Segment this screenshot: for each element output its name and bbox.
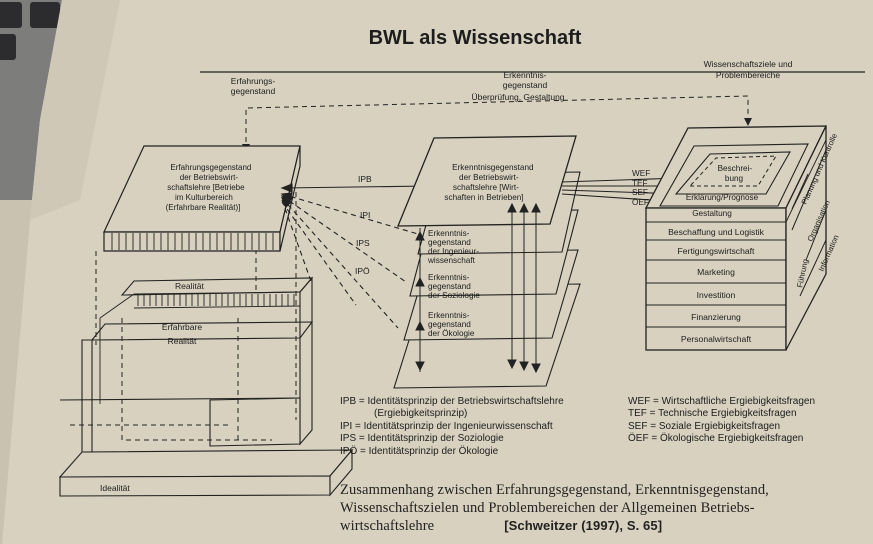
key [0, 2, 22, 28]
idealitaet-slab [58, 321, 354, 497]
layer-oekologie-text: Erkenntnis- gegenstand der Ökologie [428, 311, 475, 338]
arrow-label-ipi: IPI [360, 210, 370, 220]
legend-ip-list: IPB = Identitätsprinzip der Betriebswirt… [340, 396, 620, 458]
legend-item: SEF = Soziale Ergiebigkeitsfragen [628, 420, 781, 432]
legend-item: IPB = Identitätsprinzip der Betriebswirt… [340, 396, 564, 407]
caption-line: wirtschaftslehre [Schweitzer (1997), S. 6… [340, 517, 860, 536]
gestaltung-text: Gestaltung [692, 209, 732, 218]
erfahrbare-box [70, 192, 297, 441]
arrow-label-ips: IPS [356, 238, 370, 248]
keyboard-keys [0, 2, 60, 60]
caption-source: [Schweitzer (1997), S. 65] [504, 518, 663, 533]
legend-item: IPÖ = Identitätsprinzip der Ökologie [340, 445, 499, 457]
ef-labels: WEF TEF SEF ÖEF [632, 169, 652, 207]
key [30, 2, 60, 28]
erklaerung-text: Erklärung/Prognose [686, 193, 759, 202]
layer-soziologie-text: Erkenntnis- gegenstand der Soziologie [428, 273, 480, 300]
erfahrungsgegenstand-text: Erfahrungsgegenstand der Betriebswirt- s… [166, 163, 254, 212]
legend-item: WEF = Wirtschaftliche Ergiebigkeitsfrage… [628, 396, 816, 407]
problembereich-label: Finanzierung [691, 312, 741, 322]
realitaet-hatch [99, 291, 301, 404]
problembereich-label: Personalwirtschaft [681, 334, 752, 344]
key [0, 34, 16, 60]
feedback-label: Überprüfung, Gestaltung [471, 92, 564, 102]
legend-item: IPS = Identitätsprinzip der Soziologie [340, 433, 504, 445]
inner-frames [659, 143, 809, 207]
layer-ingenieur-text: Erkenntnis- gegenstand der Ingenieur- wi… [427, 229, 481, 265]
legend-item: TEF = Technische Ergiebigkeitsfragen [628, 408, 797, 420]
middle-vertical-arrows [415, 202, 541, 374]
caption-line: Wissenschaftszielen und Problembereichen… [340, 499, 755, 516]
problembereich-label: Beschaffung und Logistik [668, 227, 765, 237]
header-erfahrungsgegenstand: Erfahrungs-gegenstand [231, 76, 276, 96]
problembereich-label: Investition [697, 290, 736, 300]
idealitaet-label: Idealität [100, 483, 130, 493]
legend-item: IPI = Identitätsprinzip der Ingenieurwis… [340, 420, 553, 432]
legend-item: (Ergiebigkeitsprinzip) [374, 408, 468, 420]
legend-item: ÖEF = Ökologische Ergiebigkeitsfragen [628, 433, 804, 445]
middle-top-text: Erkenntnisgegenstand der Betriebswirt- s… [444, 163, 535, 202]
arrow-label-ipb: IPB [358, 174, 372, 184]
realitaet-label: Realität [175, 281, 204, 291]
header-erkenntnisgegenstand: Erkenntnis-gegenstand [503, 70, 548, 90]
problembereiche-labels: Beschaffung und LogistikFertigungswirtsc… [668, 227, 765, 344]
arrow-label-ipoe: IPÖ [355, 266, 370, 276]
paper-shadow [30, 0, 120, 220]
problembereich-label: Fertigungswirtschaft [678, 246, 756, 256]
page-title: BWL als Wissenschaft [369, 27, 582, 49]
figure-caption: Zusammenhang zwischen Erfahrungsgegensta… [340, 482, 860, 536]
caption-line: Zusammenhang zwischen Erfahrungsgegensta… [340, 482, 769, 498]
beschreibung-text: Beschrei- bung [718, 164, 755, 183]
problembereich-label: Marketing [697, 267, 735, 277]
problembereiche-box [644, 125, 828, 351]
middle-top-block [397, 135, 577, 227]
side-dividers [791, 149, 827, 297]
caption-line3: wirtschaftslehre [340, 518, 435, 534]
realitaet-frame [59, 276, 314, 453]
legend-ef-list: WEF = Wirtschaftliche Ergiebigkeitsfrage… [628, 396, 873, 446]
ip-arrows [280, 181, 432, 329]
